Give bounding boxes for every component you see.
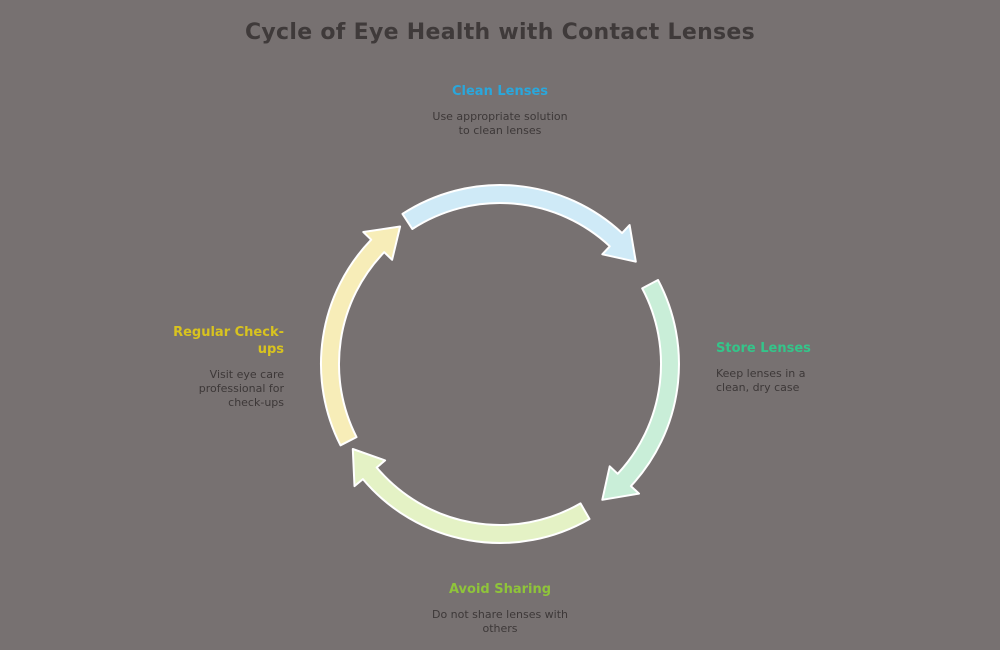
step-store-lenses-description: Keep lenses in a clean, dry case [716,367,806,394]
step-clean-lenses: Clean Lenses Use appropriate solution to… [430,83,570,138]
avoid-sharing-arrow [351,448,591,544]
step-store-lenses-label: Store Lenses [716,341,811,356]
step-regular-checkups-label: Regular Check-ups [173,325,284,357]
step-clean-lenses-description: Use appropriate solution to clean lenses [432,110,568,137]
step-regular-checkups-description: Visit eye care professional for check-up… [198,368,284,409]
store-lenses-arrow [601,279,680,501]
step-avoid-sharing-description: Do not share lenses with others [431,608,569,635]
clean-lenses-arrow [401,184,637,263]
step-store-lenses: Store Lenses Keep lenses in a clean, dry… [716,340,826,395]
step-regular-checkups: Regular Check-ups Visit eye care profess… [168,324,284,410]
page-title: Cycle of Eye Health with Contact Lenses [244,20,756,45]
step-clean-lenses-label: Clean Lenses [451,84,548,99]
cycle-arrows [320,184,680,544]
step-avoid-sharing: Avoid Sharing Do not share lenses with o… [425,581,575,636]
step-avoid-sharing-label: Avoid Sharing [448,582,552,597]
regular-checkups-arrow [320,225,402,447]
